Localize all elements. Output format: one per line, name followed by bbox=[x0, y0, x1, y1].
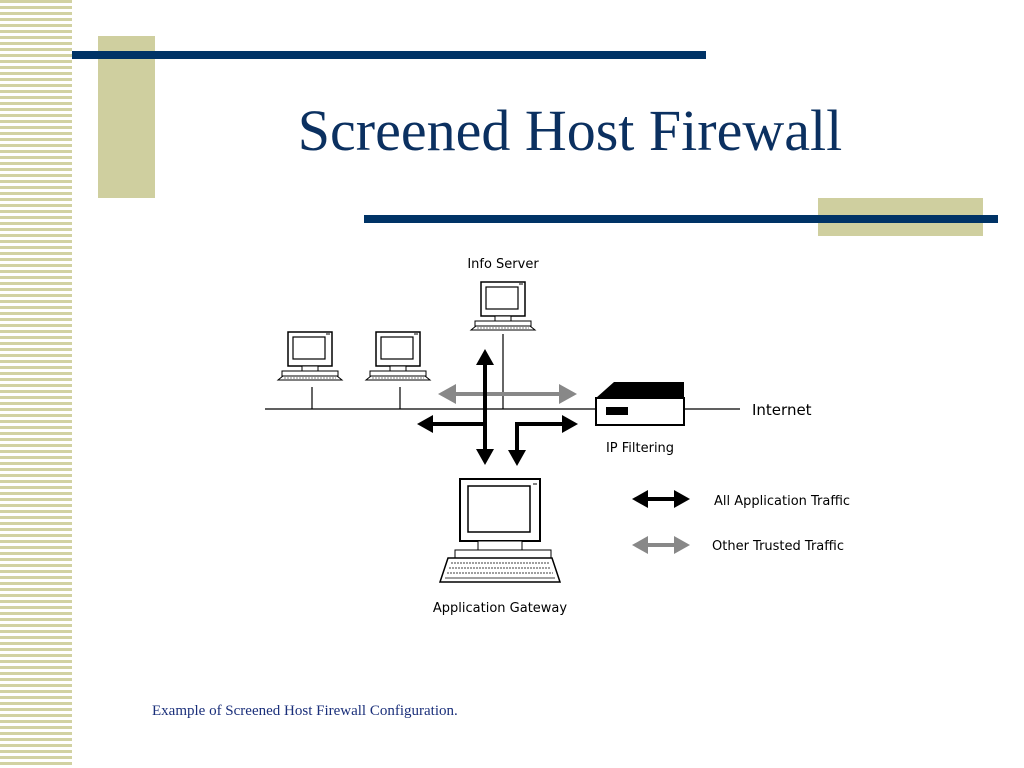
trusted-traffic-arrow bbox=[438, 384, 577, 404]
application-traffic-arrows bbox=[417, 349, 578, 466]
tan-accent-block-top bbox=[98, 36, 155, 198]
page-title: Screened Host Firewall bbox=[297, 98, 843, 163]
info-server-icon bbox=[470, 281, 536, 331]
legend-trusted-traffic: Other Trusted Traffic bbox=[632, 536, 844, 554]
ip-filtering-label: IP Filtering bbox=[606, 441, 674, 456]
internet-label: Internet bbox=[752, 401, 812, 419]
navy-rule-top bbox=[72, 51, 706, 59]
navy-rule-bottom bbox=[364, 215, 998, 223]
ip-filtering-router-icon bbox=[595, 382, 685, 426]
legend-black-arrow-icon bbox=[632, 490, 690, 508]
legend-all-traffic-label: All Application Traffic bbox=[714, 494, 850, 509]
decorative-stripes bbox=[0, 0, 72, 768]
client-computer-1-icon bbox=[277, 331, 343, 381]
legend-trusted-traffic-label: Other Trusted Traffic bbox=[712, 539, 844, 554]
client-computer-2-icon bbox=[365, 331, 431, 381]
application-gateway-label: Application Gateway bbox=[433, 601, 568, 616]
legend-all-traffic: All Application Traffic bbox=[632, 490, 850, 509]
legend-gray-arrow-icon bbox=[632, 536, 690, 554]
slide-caption: Example of Screened Host Firewall Config… bbox=[152, 703, 458, 719]
application-gateway-icon bbox=[438, 478, 562, 583]
info-server-label: Info Server bbox=[467, 257, 539, 272]
